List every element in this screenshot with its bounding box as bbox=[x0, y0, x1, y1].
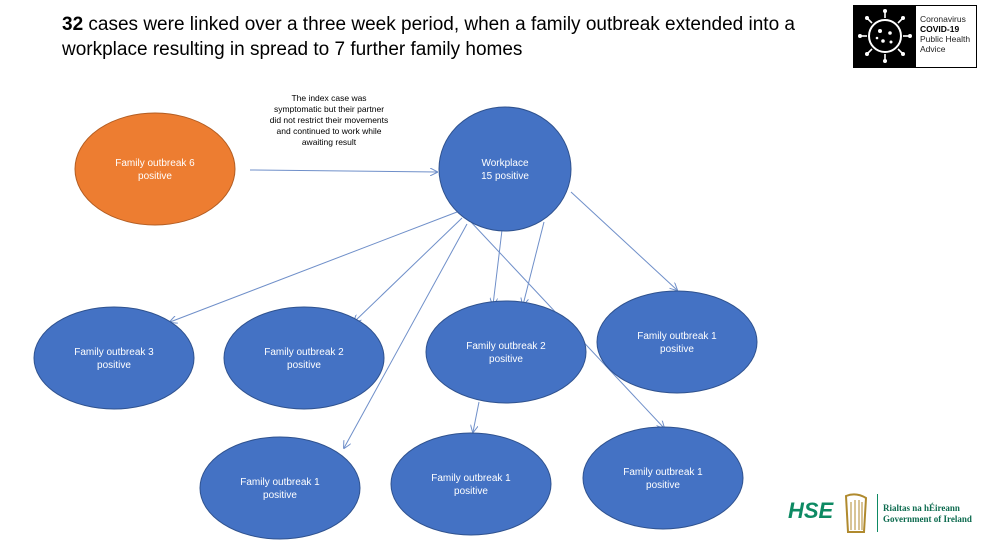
node-label-f1b: Family outbreak 1 bbox=[240, 477, 320, 488]
edge-arrow-3 bbox=[354, 217, 463, 322]
node-shape-workplace bbox=[438, 106, 572, 232]
hse-logo: HSE bbox=[788, 498, 834, 523]
node-f1b: Family outbreak 1 positive bbox=[199, 436, 361, 540]
node-f2b: Family outbreak 2 positive bbox=[425, 300, 587, 404]
edge-arrow-6 bbox=[523, 221, 545, 305]
node-workplace: Workplace 15 positive bbox=[438, 106, 572, 232]
node-sublabel-f3: positive bbox=[97, 360, 131, 371]
node-source: Family outbreak 6 positive bbox=[74, 112, 236, 226]
edge-arrow-4 bbox=[344, 223, 468, 448]
node-shape-f1d bbox=[582, 426, 744, 530]
node-label-f1d: Family outbreak 1 bbox=[623, 467, 703, 478]
node-label-f2a: Family outbreak 2 bbox=[264, 347, 344, 358]
node-label-f1a: Family outbreak 1 bbox=[637, 331, 717, 342]
virus-icon bbox=[854, 6, 916, 67]
title-text: cases were linked over a three week peri… bbox=[62, 14, 795, 60]
edge-arrow-8 bbox=[570, 191, 677, 290]
node-sublabel-f1c: positive bbox=[454, 486, 488, 497]
node-sublabel-f1a: positive bbox=[660, 344, 694, 355]
node-shape-f1b bbox=[199, 436, 361, 540]
harp-icon bbox=[840, 492, 872, 541]
node-sublabel-f2b: positive bbox=[489, 354, 523, 365]
node-sublabel-workplace: 15 positive bbox=[481, 171, 529, 182]
edge-arrow-5 bbox=[493, 229, 503, 305]
edge-arrow-9 bbox=[473, 401, 480, 432]
covid-logo-text: Coronavirus COVID-19 Public Health Advic… bbox=[920, 14, 971, 54]
node-label-f1c: Family outbreak 1 bbox=[431, 473, 511, 484]
node-sublabel-f1d: positive bbox=[646, 480, 680, 491]
node-f1a: Family outbreak 1 positive bbox=[596, 290, 758, 394]
node-f2a: Family outbreak 2 positive bbox=[223, 306, 385, 410]
slide-title: 32 cases were linked over a three week p… bbox=[62, 12, 822, 62]
edge-arrow-2 bbox=[170, 211, 458, 322]
node-shape-f2a bbox=[223, 306, 385, 410]
index-case-note: The index case was symptomatic but their… bbox=[269, 93, 389, 147]
node-sublabel-source: positive bbox=[138, 171, 172, 182]
node-shape-f2b bbox=[425, 300, 587, 404]
edge-arrow-1 bbox=[249, 170, 437, 172]
node-shape-source bbox=[74, 112, 236, 226]
covid-advice-logo: Coronavirus COVID-19 Public Health Advic… bbox=[853, 5, 977, 68]
node-shape-f1a bbox=[596, 290, 758, 394]
node-shape-f3 bbox=[33, 306, 195, 410]
node-label-workplace: Workplace bbox=[481, 158, 528, 169]
node-label-source: Family outbreak 6 bbox=[115, 158, 195, 169]
node-label-f3: Family outbreak 3 bbox=[74, 347, 154, 358]
node-f3: Family outbreak 3 positive bbox=[33, 306, 195, 410]
title-count: 32 bbox=[62, 14, 84, 35]
gov-divider bbox=[877, 494, 878, 532]
node-shape-f1c bbox=[390, 432, 552, 536]
node-sublabel-f1b: positive bbox=[263, 490, 297, 501]
node-f1c: Family outbreak 1 positive bbox=[390, 432, 552, 536]
government-logo-text: Rialtas na hÉireann Government of Irelan… bbox=[883, 503, 972, 524]
edges-layer bbox=[170, 170, 677, 448]
node-sublabel-f2a: positive bbox=[287, 360, 321, 371]
footer-logos: HSE Rialtas na hÉireann Government of Ir… bbox=[788, 490, 988, 540]
nodes-layer: Family outbreak 6 positive Workplace 15 pos… bbox=[33, 106, 758, 540]
node-label-f2b: Family outbreak 2 bbox=[466, 341, 546, 352]
node-f1d: Family outbreak 1 positive bbox=[582, 426, 744, 530]
